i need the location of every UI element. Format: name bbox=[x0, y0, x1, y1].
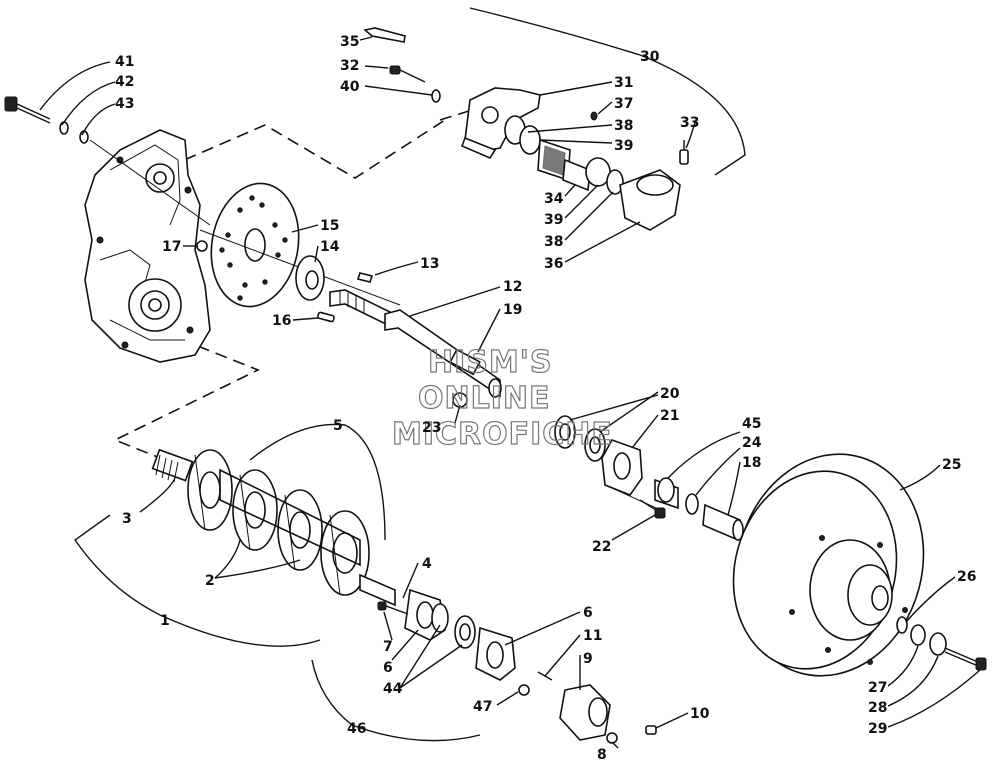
pin-35 bbox=[363, 27, 406, 43]
brake-caliper-31 bbox=[460, 87, 541, 160]
callout-35: 35 bbox=[340, 34, 359, 50]
leader-lines bbox=[39, 7, 981, 749]
watermark-line-3: MICROFICHE bbox=[392, 417, 613, 452]
callout-13: 13 bbox=[420, 256, 439, 272]
callout-27: 27 bbox=[868, 680, 887, 696]
washer-26 bbox=[896, 616, 908, 634]
callout-32: 32 bbox=[340, 58, 359, 74]
spring-37 bbox=[590, 111, 598, 121]
callout-41: 41 bbox=[115, 54, 134, 70]
callout-16: 16 bbox=[272, 313, 291, 329]
fitting-10 bbox=[645, 725, 657, 735]
callout-10: 10 bbox=[690, 706, 710, 722]
bolt-22 bbox=[639, 499, 666, 519]
callout-39-lower: 39 bbox=[544, 212, 563, 228]
callout-25: 25 bbox=[942, 457, 961, 473]
callout-31: 31 bbox=[614, 75, 633, 91]
callout-39-upper: 39 bbox=[614, 138, 633, 154]
callout-40: 40 bbox=[340, 79, 360, 95]
callout-34: 34 bbox=[544, 191, 564, 207]
callout-37: 37 bbox=[614, 96, 633, 112]
end-cap-9 bbox=[559, 684, 611, 741]
bleeder-33 bbox=[679, 140, 689, 165]
nut-8 bbox=[606, 732, 618, 744]
watermark-line-2: ONLINE bbox=[418, 381, 551, 416]
callout-43: 43 bbox=[115, 96, 134, 112]
chaincase-housing bbox=[84, 129, 211, 363]
bearing-flange-6 bbox=[475, 626, 516, 681]
callout-6-lower: 6 bbox=[383, 660, 393, 676]
callout-3: 3 bbox=[122, 511, 132, 527]
brake-hub-14 bbox=[295, 255, 325, 301]
watermark-line-1: HISM'S bbox=[428, 345, 553, 380]
callout-44: 44 bbox=[383, 681, 403, 697]
callout-5: 5 bbox=[333, 418, 343, 434]
callout-28: 28 bbox=[868, 700, 887, 716]
callout-42: 42 bbox=[115, 74, 134, 90]
jackshaft-12 bbox=[329, 289, 502, 398]
callout-4: 4 bbox=[422, 556, 432, 572]
bearing-flange-21 bbox=[601, 439, 666, 513]
spacer-18 bbox=[702, 503, 744, 542]
piston-39 bbox=[519, 125, 541, 155]
set-screw-16 bbox=[317, 311, 335, 323]
callout-26: 26 bbox=[957, 569, 976, 585]
spacer-45 bbox=[654, 477, 679, 510]
seal-38b bbox=[606, 169, 624, 195]
callout-21: 21 bbox=[660, 408, 679, 424]
drive-wheel-25 bbox=[732, 453, 925, 677]
callout-20: 20 bbox=[660, 386, 680, 402]
callout-47: 47 bbox=[473, 699, 492, 715]
bolt-29 bbox=[944, 647, 987, 671]
callout-29: 29 bbox=[868, 721, 887, 737]
washer-47 bbox=[518, 684, 530, 696]
callout-labels: 1 2 3 4 5 6 6 7 8 9 10 11 12 13 14 15 16… bbox=[115, 34, 976, 763]
callout-38-lower: 38 bbox=[544, 234, 563, 250]
callout-6-upper: 6 bbox=[583, 605, 593, 621]
callout-8: 8 bbox=[597, 747, 607, 763]
callout-9: 9 bbox=[583, 651, 593, 667]
callout-23: 23 bbox=[422, 420, 441, 436]
watermark: HISM'S ONLINE MICROFICHE bbox=[391, 344, 613, 452]
washer-24 bbox=[685, 493, 699, 515]
caliper-bolt-32 bbox=[389, 65, 426, 83]
brake-pads-34 bbox=[537, 138, 591, 192]
bushing-19 bbox=[449, 348, 481, 376]
callout-46: 46 bbox=[347, 721, 366, 737]
callout-19: 19 bbox=[503, 302, 522, 318]
callout-14: 14 bbox=[320, 239, 340, 255]
housing-bolt-41 bbox=[4, 96, 211, 226]
callout-1: 1 bbox=[160, 613, 170, 629]
callout-38-upper: 38 bbox=[614, 118, 633, 134]
callout-17: 17 bbox=[162, 239, 181, 255]
callout-12: 12 bbox=[503, 279, 522, 295]
callout-45: 45 bbox=[742, 416, 761, 432]
washer-28 bbox=[929, 632, 947, 656]
callout-33: 33 bbox=[680, 115, 699, 131]
callout-2: 2 bbox=[205, 573, 215, 589]
callout-30: 30 bbox=[640, 49, 660, 65]
bearings-44 bbox=[431, 603, 476, 649]
bearings-20 bbox=[554, 415, 606, 462]
callout-18: 18 bbox=[742, 455, 761, 471]
bolt-7 bbox=[377, 601, 409, 615]
washer-40 bbox=[431, 89, 441, 103]
drive-shaft-sprockets bbox=[151, 448, 396, 607]
callout-15: 15 bbox=[320, 218, 339, 234]
caliper-housing-36 bbox=[619, 169, 681, 231]
callout-11: 11 bbox=[583, 628, 602, 644]
washer-27 bbox=[910, 624, 926, 646]
callout-7: 7 bbox=[383, 639, 393, 655]
callout-22: 22 bbox=[592, 539, 611, 555]
key-13 bbox=[356, 272, 374, 283]
callout-36: 36 bbox=[544, 256, 563, 272]
callout-24: 24 bbox=[742, 435, 762, 451]
nut-17 bbox=[196, 240, 208, 252]
